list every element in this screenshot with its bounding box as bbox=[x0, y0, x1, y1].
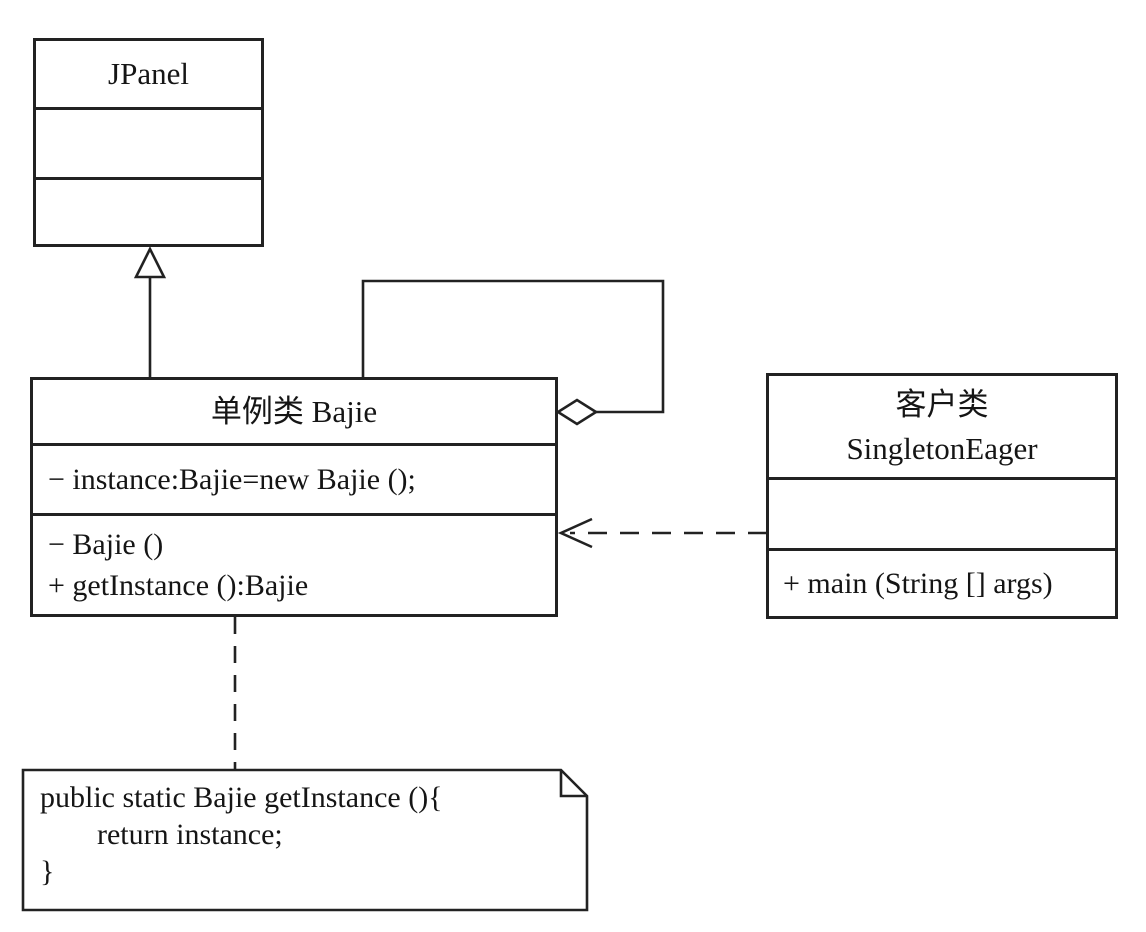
note-code-line-3: } bbox=[40, 855, 55, 888]
jpanel-methods-compartment bbox=[36, 177, 261, 244]
singletoneager-attributes-compartment bbox=[769, 477, 1115, 548]
bajie-method-getinstance: + getInstance ():Bajie bbox=[48, 569, 309, 602]
note-code-line-2: return instance; bbox=[97, 818, 283, 851]
note-shape bbox=[21, 768, 589, 912]
note-fold-corner-icon bbox=[559, 770, 587, 798]
class-box-jpanel: JPanel bbox=[33, 38, 264, 247]
generalization-triangle-icon bbox=[133, 246, 167, 279]
bajie-methods-compartment: − Bajie () + getInstance ():Bajie bbox=[33, 513, 555, 614]
bajie-attributes-compartment: − instance:Bajie=new Bajie (); bbox=[33, 443, 555, 513]
class-name-singletoneager-line2: SingletonEager bbox=[846, 430, 1038, 466]
dependency-arrowhead-icon bbox=[557, 517, 593, 549]
note-code-line-1: public static Bajie getInstance (){ bbox=[40, 781, 443, 814]
bajie-attribute-instance: − instance:Bajie=new Bajie (); bbox=[48, 463, 416, 496]
self-aggregation-line bbox=[361, 279, 665, 414]
singletoneager-method-main: + main (String [] args) bbox=[783, 567, 1053, 600]
class-box-singletoneager: 客户类 SingletonEager + main (String [] arg… bbox=[766, 373, 1118, 619]
class-box-bajie: 单例类 Bajie − instance:Bajie=new Bajie ();… bbox=[30, 377, 558, 617]
singletoneager-methods-compartment: + main (String [] args) bbox=[769, 548, 1115, 616]
class-name-singletoneager: 客户类 SingletonEager bbox=[769, 376, 1115, 477]
code-note: public static Bajie getInstance (){ retu… bbox=[23, 770, 588, 890]
class-name-singletoneager-line1: 客户类 bbox=[895, 386, 989, 422]
bajie-method-constructor: − Bajie () bbox=[48, 528, 164, 561]
jpanel-attributes-compartment bbox=[36, 107, 261, 177]
class-name-bajie: 单例类 Bajie bbox=[210, 393, 378, 429]
class-name-jpanel: JPanel bbox=[108, 56, 189, 91]
aggregation-diamond-icon bbox=[555, 398, 599, 426]
